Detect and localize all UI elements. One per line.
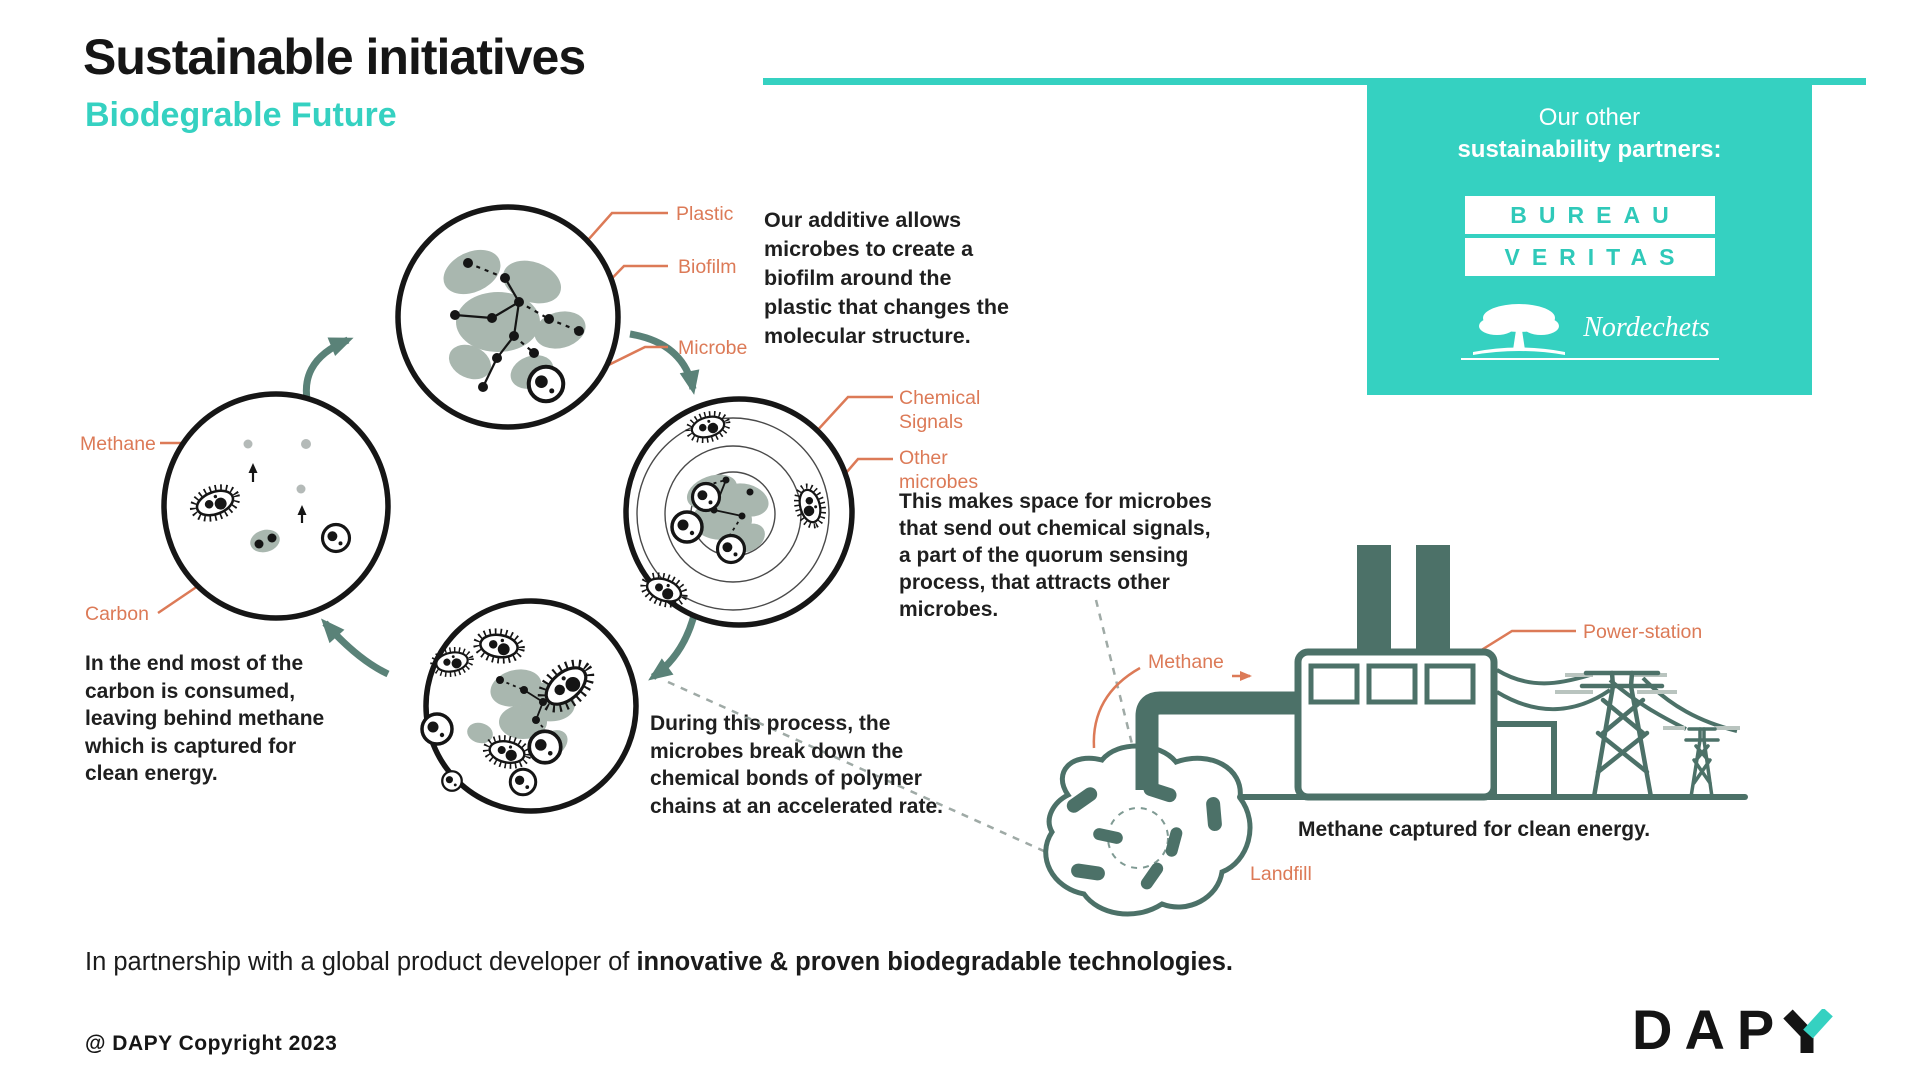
step-breakdown-text: During this process, the microbes break …	[650, 712, 943, 818]
carbon-blob	[250, 529, 280, 553]
station-annex	[1491, 721, 1557, 800]
nordechets-logo: Nordechets	[1367, 300, 1812, 356]
landfill	[1043, 743, 1253, 917]
header-divider-line	[763, 78, 1866, 85]
station-windows	[1308, 663, 1476, 705]
page-subtitle: Biodegrable Future	[85, 96, 397, 134]
label-biofilm: Biofilm	[678, 256, 737, 278]
partnership-statement: In partnership with a global product dev…	[85, 948, 1233, 977]
label-power-station: Power-station	[1583, 621, 1703, 643]
page-title: Sustainable initiatives	[83, 29, 586, 85]
circle-breakdown	[420, 598, 639, 814]
pylon-small	[1684, 727, 1720, 799]
circle-capture	[161, 391, 391, 621]
label-methane-pipe: Methane	[1148, 651, 1224, 673]
partnership-regular: In partnership with a global product dev…	[85, 948, 637, 976]
cycle-arrows	[302, 330, 701, 681]
label-landfill: Landfill	[1250, 863, 1312, 885]
chimney	[1357, 545, 1391, 655]
rising-arrows	[248, 463, 307, 523]
step-capture-text: In the end most of the carbon is consume…	[85, 652, 325, 785]
power-lines	[1495, 668, 1738, 733]
microbe	[529, 367, 564, 402]
label-methane-cycle: Methane	[80, 433, 156, 455]
step-biofilm-text: Our additive allows microbes to create a…	[764, 208, 1009, 348]
nordechets-name: Nordechets	[1583, 312, 1710, 343]
label-carbon: Carbon	[85, 603, 149, 625]
dapy-logo-prefix: DAP	[1632, 998, 1787, 1061]
wire-dashes	[1555, 673, 1740, 730]
dapy-y-glyph	[1783, 1009, 1834, 1053]
copyright-text: @ DAPY Copyright 2023	[85, 1032, 338, 1055]
partners-box: Our other sustainability partners: BUREA…	[1367, 78, 1812, 395]
biofilm-blob	[443, 249, 586, 389]
label-chemical-signals: Chemical Signals	[899, 387, 981, 433]
methane-dots	[243, 439, 311, 494]
signal-rings	[636, 417, 830, 611]
dapy-logo: DAP	[1632, 998, 1834, 1061]
label-microbe: Microbe	[678, 337, 748, 359]
partners-box-line2: sustainability partners:	[1457, 136, 1722, 163]
partnership-bold: innovative & proven biodegradable techno…	[636, 948, 1233, 976]
bureau-veritas-logo-line2: VERITAS	[1464, 238, 1715, 276]
circle-signals	[623, 396, 855, 628]
bureau-veritas-logo-line1: BUREAU	[1464, 196, 1715, 234]
nordechets-tree-icon	[1473, 304, 1566, 355]
label-plastic: Plastic	[676, 203, 734, 225]
methane-pipe	[1135, 691, 1300, 790]
polymer-network	[454, 261, 580, 388]
nordechets-underline	[1460, 358, 1719, 360]
circle-biofilm	[395, 204, 621, 430]
partners-box-line1: Our other	[1538, 104, 1641, 131]
methane-caption: Methane captured for clean energy.	[1298, 818, 1651, 841]
chimney	[1416, 545, 1450, 655]
pylon-large	[1579, 670, 1665, 800]
label-other-microbes: Other microbes	[899, 447, 979, 493]
step-signals-text: This makes space for microbes that send …	[899, 490, 1212, 621]
waste-pills	[1066, 781, 1222, 890]
station-building	[1294, 648, 1498, 801]
